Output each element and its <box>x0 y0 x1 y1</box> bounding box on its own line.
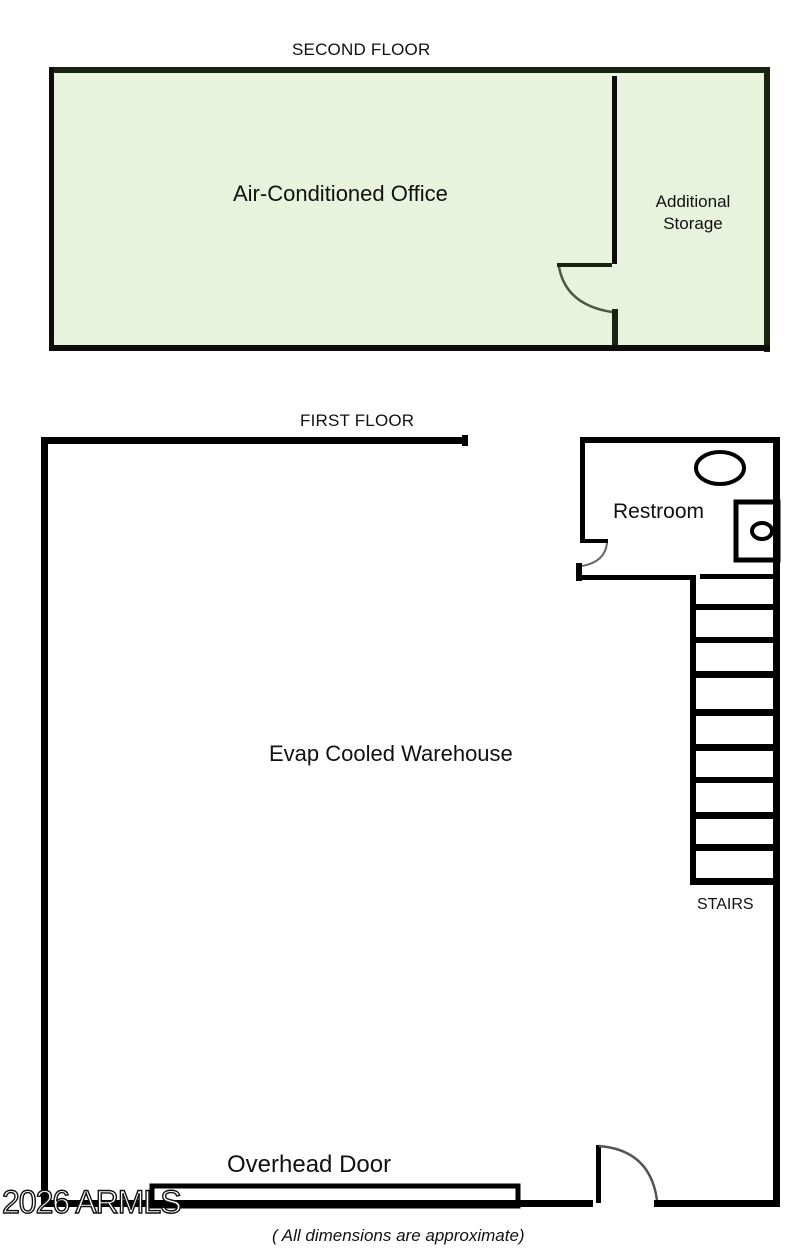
stairs-left-wall <box>690 578 696 884</box>
toilet-icon <box>750 521 774 541</box>
restroom-left-wall-lower <box>576 563 582 581</box>
office-door-leaf <box>557 263 612 267</box>
second-floor-right-wall <box>764 67 770 352</box>
first-floor-top-wall <box>41 437 468 444</box>
stair-step-9 <box>690 878 776 885</box>
room-label-warehouse: Evap Cooled Warehouse <box>269 741 513 766</box>
restroom-door-leaf <box>582 539 608 543</box>
second-floor-title: SECOND FLOOR <box>292 40 431 59</box>
first-floor-right-wall <box>773 437 780 1207</box>
room-label-storage-line1: Additional <box>655 192 731 211</box>
overhead-door-frame <box>149 1183 521 1209</box>
room-label-restroom: Restroom <box>613 500 705 523</box>
sink-icon <box>694 450 746 486</box>
second-floor-top-wall <box>49 67 770 73</box>
second-floor-left-wall <box>49 67 54 350</box>
entry-door-swing-arc <box>598 1144 659 1201</box>
stair-step-6 <box>690 777 776 783</box>
entry-door-leaf <box>596 1145 601 1203</box>
second-floor-bottom-wall <box>49 345 770 351</box>
first-floor-bottom-wall-right <box>654 1200 780 1207</box>
storage-partition-wall <box>612 76 617 264</box>
stair-step-4 <box>690 709 776 716</box>
room-label-storage: Additional Storage <box>648 191 738 235</box>
stair-step-8 <box>690 844 776 851</box>
dimensions-disclaimer: ( All dimensions are approximate) <box>272 1226 525 1245</box>
stair-step-7 <box>690 812 776 819</box>
room-label-storage-line2: Storage <box>663 214 723 233</box>
room-label-overhead-door: Overhead Door <box>227 1151 392 1178</box>
first-floor-left-wall <box>41 437 48 1207</box>
restroom-left-wall <box>580 437 585 543</box>
restroom-top-wall <box>580 437 780 443</box>
second-floor-plan <box>49 67 770 352</box>
restroom-door-swing-arc <box>581 542 608 567</box>
stair-step-5 <box>690 744 776 751</box>
first-floor-plan <box>41 435 781 1209</box>
stair-step-3 <box>690 671 776 678</box>
restroom-bottom-wall <box>576 575 696 580</box>
first-floor-top-wall-end <box>462 435 468 446</box>
stair-step-1 <box>690 604 776 610</box>
watermark: 2026 ARMLS <box>1 1183 182 1220</box>
stair-step-2 <box>690 637 776 643</box>
office-door-swing-arc <box>557 266 613 314</box>
restroom-bottom-wall-right <box>700 574 780 579</box>
first-floor-title: FIRST FLOOR <box>300 411 415 430</box>
room-label-stairs: STAIRS <box>697 896 754 913</box>
storage-partition-wall-lower <box>612 309 618 345</box>
second-floor-area <box>52 70 767 348</box>
room-label-office: Air-Conditioned Office <box>233 181 448 206</box>
toilet-stall <box>733 499 781 563</box>
